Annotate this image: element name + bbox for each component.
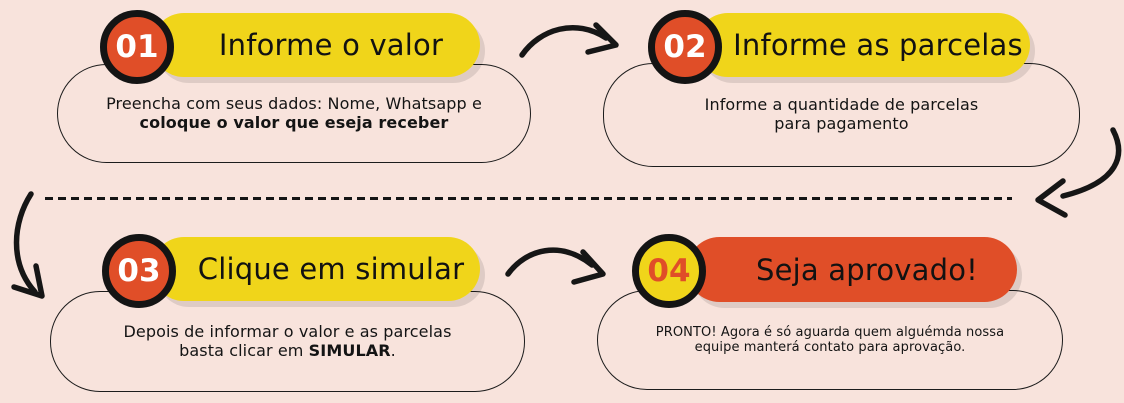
step-01-desc-line2: coloque o valor que eseja receber <box>139 112 449 132</box>
step-04-desc-line1: PRONTO! Agora é só aguarda quem alguémda… <box>655 324 1005 340</box>
step-03-number-badge: 03 <box>102 234 176 308</box>
step-01-desc-line1: Preencha com seus dados: Nome, Whatsapp … <box>106 93 482 113</box>
step-04-number: 04 <box>647 253 691 289</box>
step-03-desc-line2-suffix: . <box>390 340 396 360</box>
step-03-title: Clique em simular <box>197 252 465 286</box>
step-01-number: 01 <box>115 29 159 65</box>
step-04-description-box: PRONTO! Agora é só aguarda quem alguémda… <box>597 290 1063 390</box>
step-02-title: Informe as parcelas <box>733 28 1023 62</box>
step-02-desc-line2: para pagamento <box>774 114 909 133</box>
dashed-divider <box>45 197 1012 200</box>
curved-arrow-icon-step1-to-step2 <box>519 22 619 58</box>
step-02-title-pill: Informe as parcelas <box>696 13 1030 77</box>
step-03-desc-line2-bold: SIMULAR <box>308 340 391 360</box>
step-04-title-pill: Seja aprovado! <box>687 237 1017 302</box>
step-02-number: 02 <box>663 29 707 65</box>
step-03-description: Depois de informar o valor e as parcelas… <box>70 321 505 361</box>
step-02-description: Informe a quantidade de parcelas para pa… <box>623 95 1060 134</box>
step-02-description-box: Informe a quantidade de parcelas para pa… <box>603 63 1080 167</box>
step-04-number-badge: 04 <box>632 234 706 308</box>
step-04-title: Seja aprovado! <box>755 252 978 287</box>
step-03-title-pill: Clique em simular <box>152 237 480 301</box>
step-03-description-box: Depois de informar o valor e as parcelas… <box>50 291 525 392</box>
curved-arrow-icon-divider-to-step3 <box>11 191 45 299</box>
step-03-number: 03 <box>117 253 161 289</box>
step-01-number-badge: 01 <box>100 10 174 84</box>
step-01-title-pill: Informe o valor <box>152 13 480 77</box>
step-04-desc-line2: equipe manterá contato para aprovação. <box>694 340 966 355</box>
step-01-description: Preencha com seus dados: Nome, Whatsapp … <box>77 93 511 133</box>
curved-arrow-icon-step3-to-step4 <box>505 247 606 285</box>
step-04-description: PRONTO! Agora é só aguarda quem alguémda… <box>617 325 1044 356</box>
step-01-title: Informe o valor <box>218 28 444 62</box>
step-01-description-box: Preencha com seus dados: Nome, Whatsapp … <box>57 64 531 163</box>
step-02-desc-line1: Informe a quantidade de parcelas <box>704 95 979 115</box>
step-03-desc-line1: Depois de informar o valor e as parcelas <box>123 321 452 341</box>
step-03-desc-line2-prefix: basta clicar em <box>179 340 309 360</box>
step-02-number-badge: 02 <box>648 10 722 84</box>
